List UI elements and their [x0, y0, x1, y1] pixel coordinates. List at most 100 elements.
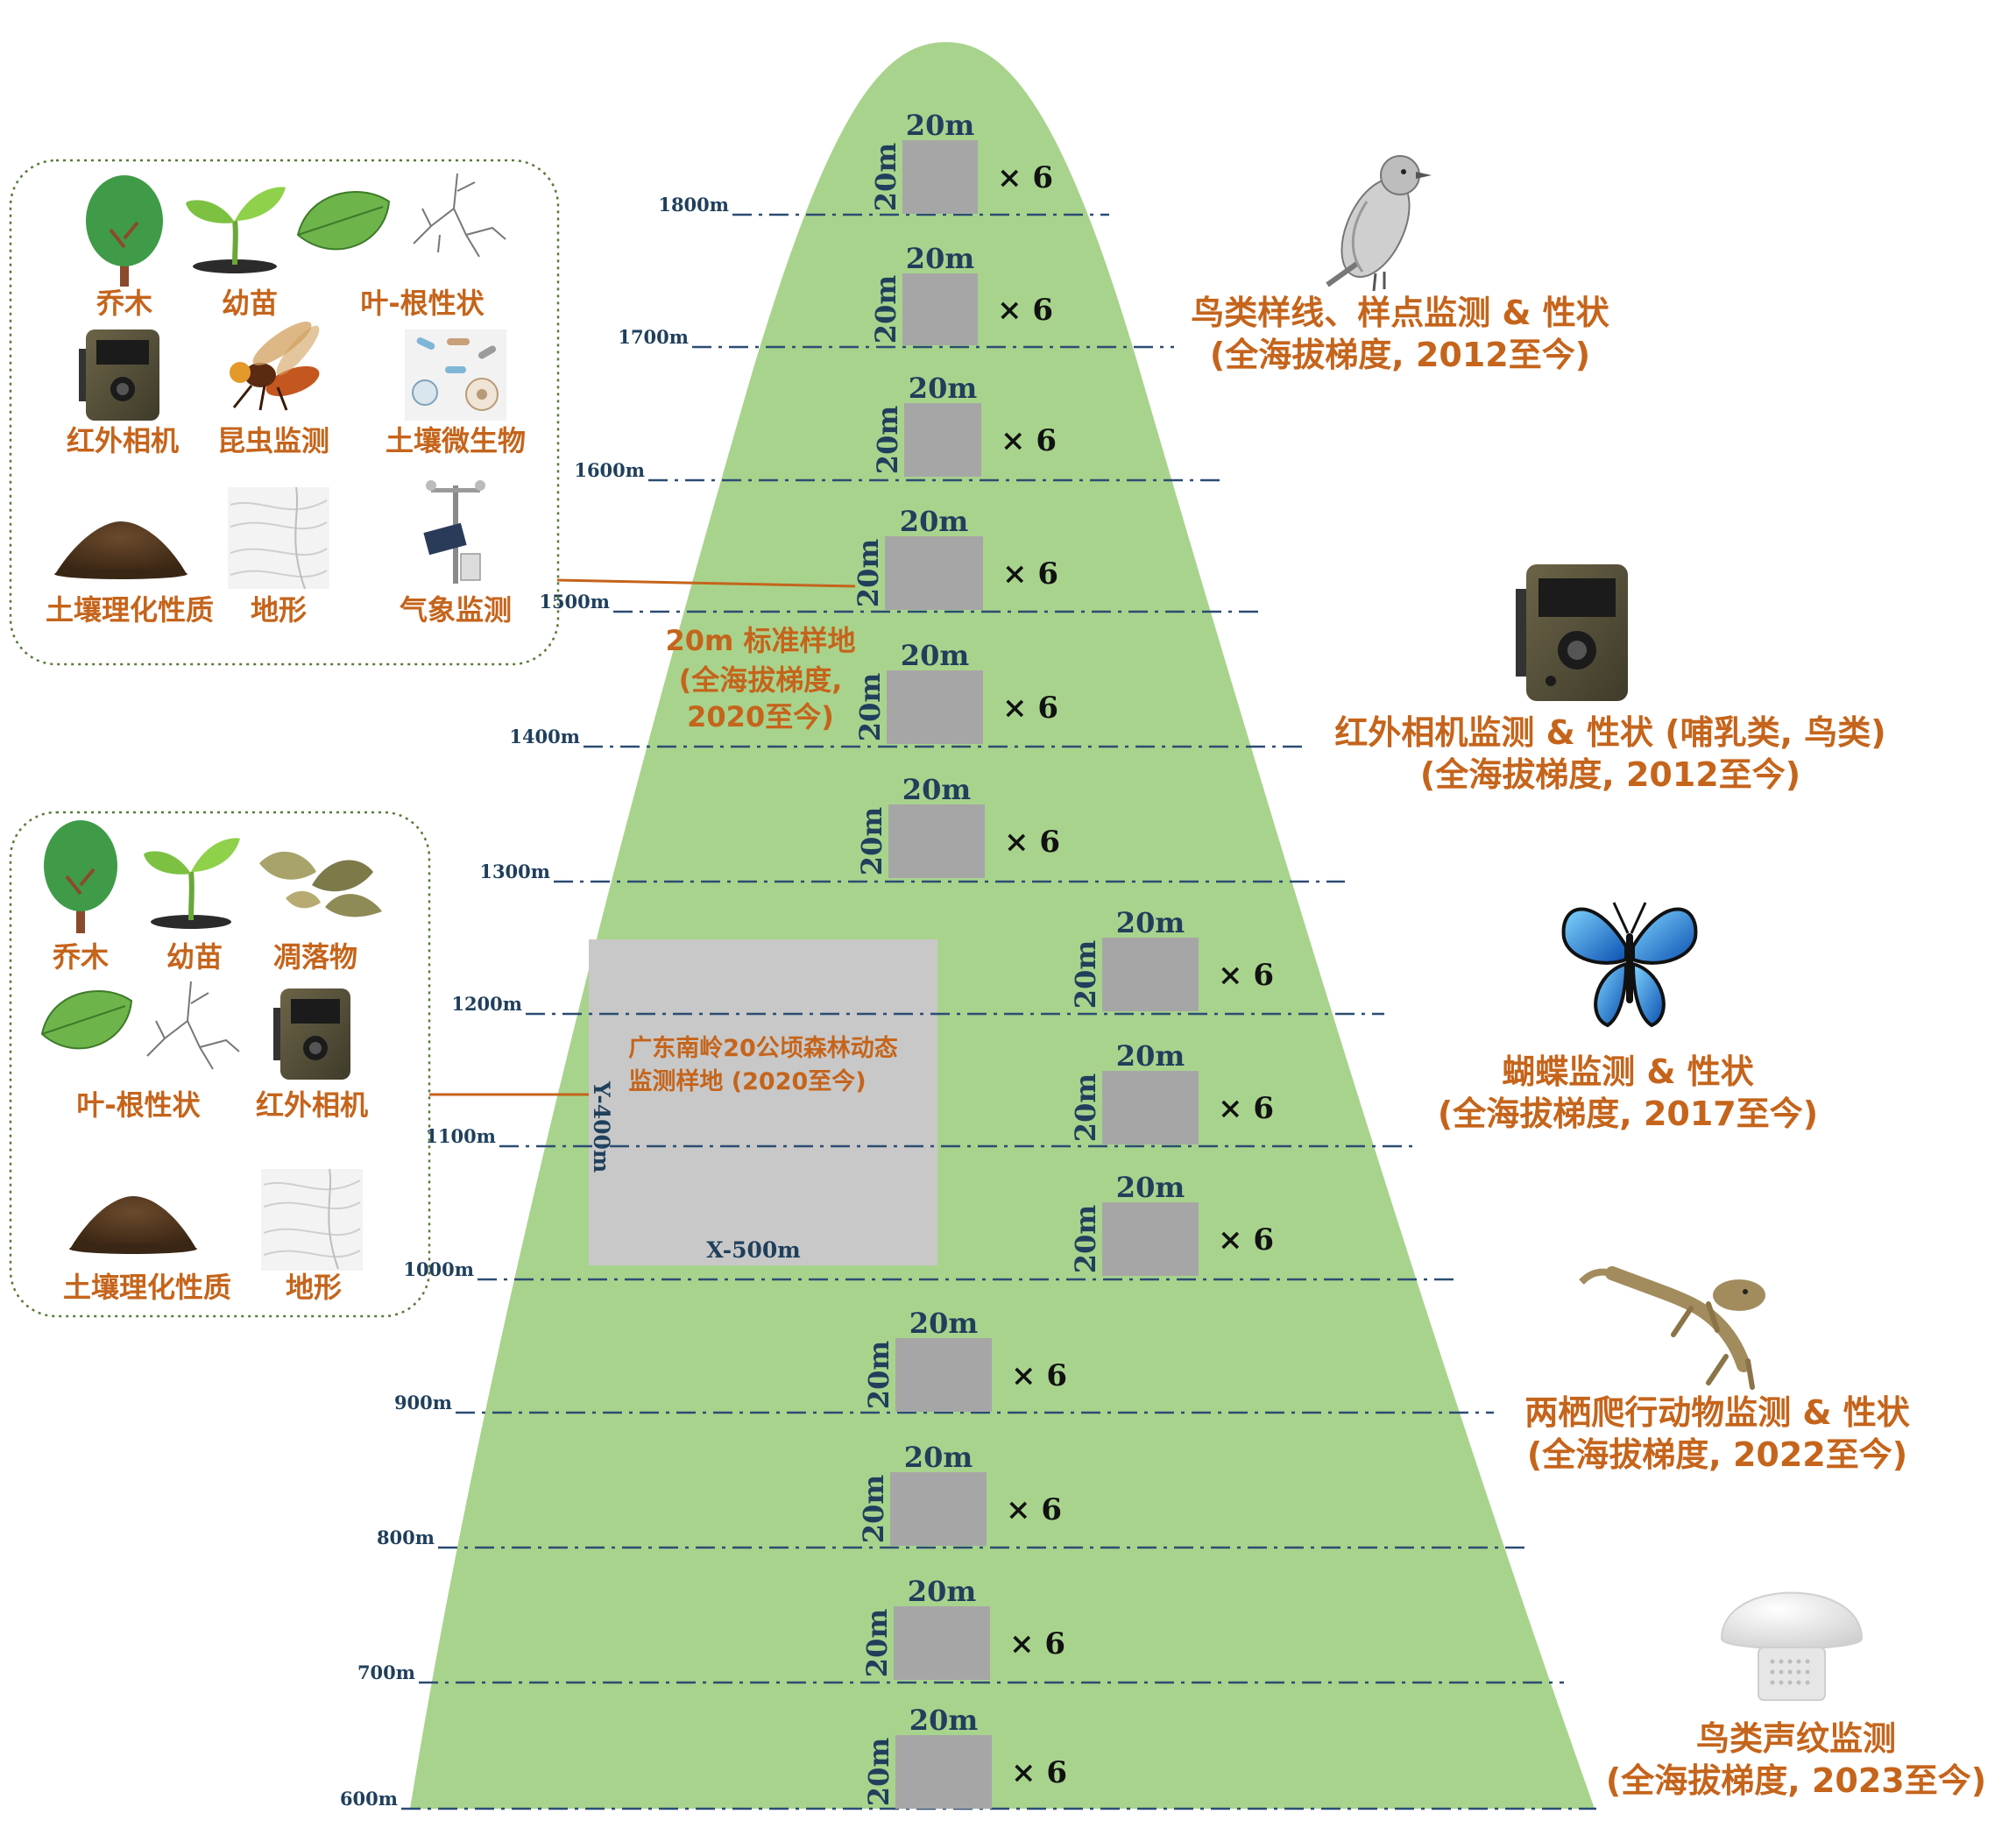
panel-top-label-3: 红外相机: [67, 424, 179, 457]
panel-bottom-label-1: 幼苗: [166, 940, 223, 974]
standard-plot: [902, 273, 978, 345]
root-icon: [413, 173, 506, 258]
plot-replicate-count: × 6: [1004, 825, 1060, 860]
plot-side-dimension: 20m: [855, 807, 888, 876]
panel-top-label-5: 土壤微生物: [386, 424, 526, 457]
plot-side-dimension: 20m: [869, 275, 902, 344]
plot-top-dimension: 20m: [1116, 1171, 1185, 1204]
standard-plot-label-2: (全海拔梯度,: [679, 663, 843, 697]
panel-bottom-label-0: 乔木: [53, 940, 109, 974]
plot-top-dimension: 20m: [909, 1704, 979, 1737]
right-label-4-line1: 鸟类声纹监测: [1696, 1719, 1896, 1758]
plot-replicate-count: × 6: [1011, 1358, 1067, 1393]
plot-replicate-count: × 6: [1218, 958, 1274, 993]
panel-top-label-6: 土壤理化性质: [46, 593, 214, 627]
standard-plot: [895, 1735, 992, 1809]
panel-bottom-label-4: 红外相机: [256, 1088, 368, 1122]
top-panel-border: [9, 159, 560, 666]
top-panel: 乔木 幼苗 叶-根性状: [9, 159, 560, 666]
plot-side-dimension: 20m: [853, 673, 887, 742]
plot-top-dimension: 20m: [909, 372, 978, 405]
seedling-icon: [144, 838, 240, 929]
large-plot-title-2: 监测样地 (2020至今): [628, 1067, 866, 1095]
microbe-icon: [405, 329, 506, 421]
camera-trap-icon: [273, 988, 350, 1080]
plot-top-dimension: 20m: [906, 109, 975, 142]
plot-replicate-count: × 6: [1001, 423, 1057, 458]
bottom-panel-border: [9, 811, 431, 1318]
large-plot-area: [589, 939, 937, 1265]
plot-side-dimension: 20m: [871, 406, 904, 475]
panel-bottom-label-3: 叶-根性状: [76, 1088, 201, 1122]
plot-side-dimension: 20m: [869, 143, 902, 212]
terrain-icon: [261, 1168, 363, 1271]
tree-icon: [44, 820, 117, 933]
elevation-label: 600m: [340, 1788, 398, 1810]
camera-trap-icon: [79, 329, 159, 421]
terrain-icon: [228, 486, 329, 590]
litter-icon: [259, 851, 382, 918]
plot-side-dimension: 20m: [1069, 940, 1102, 1010]
leaf-icon: [40, 990, 133, 1050]
plot-top-dimension: 20m: [909, 1307, 979, 1340]
camera-trap-icon: [1516, 564, 1628, 701]
plot-top-dimension: 20m: [900, 505, 969, 538]
elevation-label: 1600m: [574, 459, 645, 481]
right-label-0-line1: 鸟类样线、样点监测 & 性状: [1191, 294, 1610, 332]
plot-replicate-count: × 6: [1002, 691, 1058, 726]
elevation-label: 1100m: [425, 1125, 496, 1147]
plot-replicate-count: × 6: [997, 160, 1053, 195]
plot-replicate-count: × 6: [1006, 1492, 1062, 1527]
hornet-icon: [230, 322, 320, 411]
plot-side-dimension: 20m: [1069, 1205, 1102, 1274]
right-label-4-line2: (全海拔梯度, 2023至今): [1606, 1761, 1986, 1800]
right-label-1-line1: 红外相机监测 & 性状 (哺乳类, 鸟类): [1334, 713, 1885, 752]
bottom-panel: 乔木 幼苗 凋落物 叶-根性状 红外相机: [9, 811, 431, 1318]
panel-top-label-7: 地形: [251, 593, 307, 627]
soil-icon: [54, 521, 187, 579]
standard-plot: [887, 670, 983, 744]
elevation-label: 900m: [394, 1392, 452, 1413]
plot-top-dimension: 20m: [902, 773, 972, 806]
standard-plot: [885, 536, 983, 610]
elevation-label: 800m: [377, 1527, 435, 1548]
seedling-icon: [186, 187, 286, 273]
plot-top-dimension: 20m: [1116, 1039, 1185, 1073]
large-plot-y-label: Y-400m: [589, 1080, 614, 1173]
plot-top-dimension: 20m: [901, 639, 970, 672]
plot-replicate-count: × 6: [1009, 1626, 1065, 1661]
standard-plot: [894, 1606, 990, 1680]
plot-side-dimension: 20m: [857, 1475, 890, 1544]
large-plot: 广东南岭20公顷森林动态 监测样地 (2020至今) Y-400m X-500m: [589, 939, 937, 1265]
elevation-label: 1000m: [403, 1258, 474, 1280]
right-label-2-line1: 蝴蝶监测 & 性状: [1502, 1052, 1755, 1091]
mountain-shape: [410, 42, 1595, 1809]
plot-replicate-count: × 6: [1011, 1755, 1067, 1790]
standard-plot-label-3: 2020至今): [687, 700, 834, 733]
panel-top-label-0: 乔木: [96, 287, 152, 320]
right-label-1-line2: (全海拔梯度, 2012至今): [1420, 755, 1800, 794]
panel-bottom-label-6: 地形: [286, 1271, 342, 1304]
acoustic-recorder-icon: [1720, 1591, 1864, 1701]
plot-replicate-count: × 6: [1218, 1091, 1274, 1126]
standard-plot: [1102, 938, 1199, 1011]
elevation-label: 1700m: [618, 326, 689, 348]
soil-icon: [69, 1196, 197, 1254]
bird-icon: [1326, 155, 1432, 292]
large-plot-x-label: X-500m: [706, 1237, 801, 1263]
plot-top-dimension: 20m: [906, 242, 975, 275]
panel-bottom-label-2: 凋落物: [273, 940, 357, 974]
plot-side-dimension: 20m: [1069, 1073, 1102, 1143]
panel-top-label-1: 幼苗: [222, 287, 278, 320]
